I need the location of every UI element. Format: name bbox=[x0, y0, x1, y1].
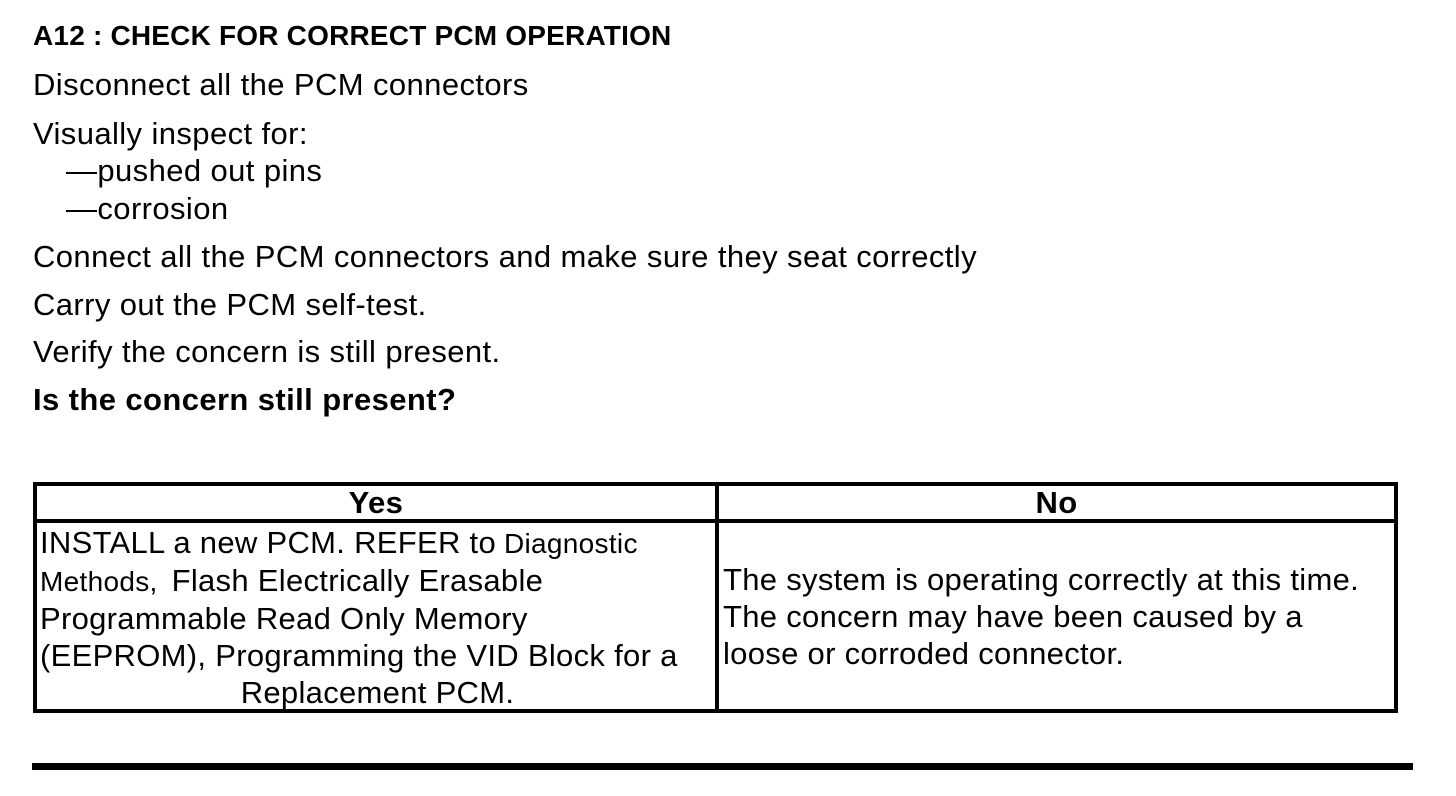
no-action-line-3: loose or corroded connector. bbox=[723, 635, 1125, 671]
test-step-title: A12 : CHECK FOR CORRECT PCM OPERATION bbox=[33, 20, 672, 51]
yes-action-line-4: (EEPROM), Programming the VID Block for … bbox=[40, 638, 678, 673]
no-action-line-1: The system is operating correctly at thi… bbox=[723, 561, 1360, 597]
yes-action-line-2-text: Flash Electrically Erasable bbox=[171, 563, 544, 598]
yes-action-line-2: Methods, Flash Electrically Erasable bbox=[40, 562, 715, 600]
yes-column-header: Yes bbox=[348, 485, 404, 520]
no-action-cell: The system is operating correctly at thi… bbox=[715, 523, 1394, 709]
yes-action-line-2-reference: Methods, bbox=[40, 566, 158, 597]
yes-action-line-1-text: INSTALL a new PCM. REFER to bbox=[40, 525, 497, 560]
yes-action-line-3: Programmable Read Only Memory bbox=[40, 601, 528, 636]
instruction-inspect: Visually inspect for: bbox=[33, 116, 308, 151]
page-divider-rule bbox=[32, 763, 1413, 770]
results-table-header-row: Yes No bbox=[37, 486, 1394, 523]
yes-action-line-5: Replacement PCM. bbox=[240, 675, 515, 710]
inspect-item-pushed-pins: —pushed out pins bbox=[66, 153, 323, 188]
no-action-line-2: The concern may have been caused by a bbox=[723, 598, 1303, 634]
instruction-connect: Connect all the PCM connectors and make … bbox=[33, 239, 977, 274]
no-column-header: No bbox=[715, 486, 1394, 519]
instruction-self-test: Carry out the PCM self-test. bbox=[33, 287, 427, 322]
instruction-disconnect: Disconnect all the PCM connectors bbox=[33, 67, 529, 102]
yes-action-line-1-reference: Diagnostic bbox=[504, 528, 638, 559]
inspect-item-corrosion: —corrosion bbox=[66, 191, 229, 226]
instruction-verify-concern: Verify the concern is still present. bbox=[33, 334, 501, 369]
decision-question: Is the concern still present? bbox=[33, 382, 457, 417]
